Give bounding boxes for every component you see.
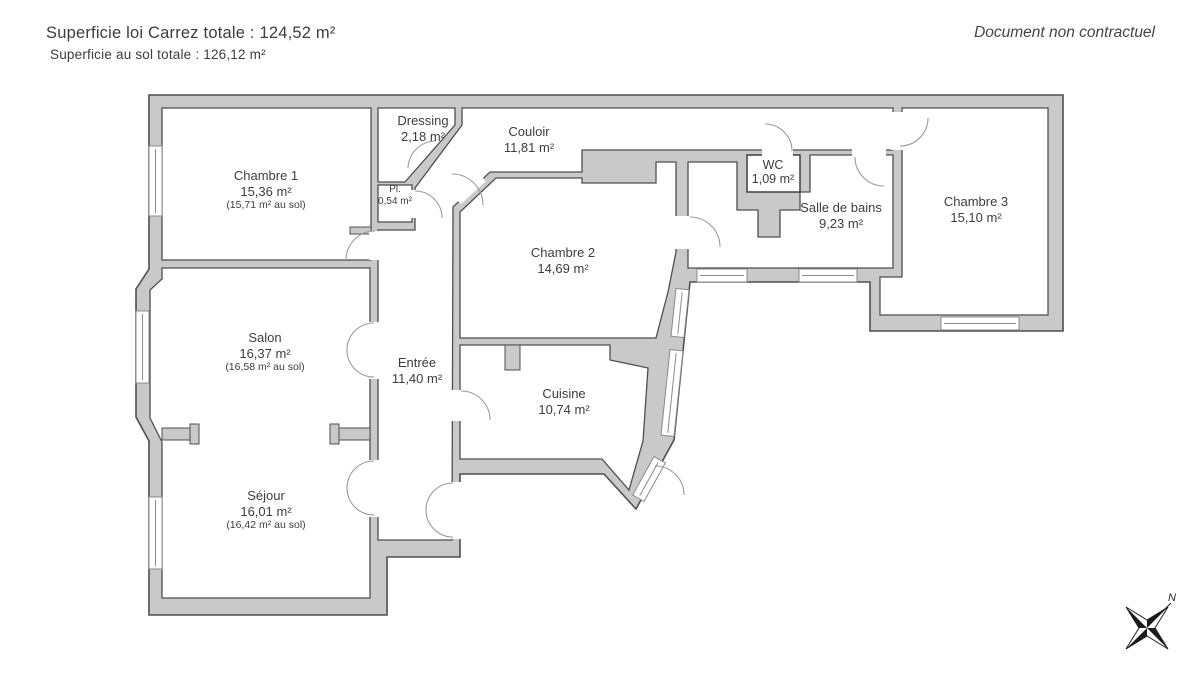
room-label-couloir: Couloir 11,81 m² bbox=[503, 124, 555, 155]
room-label-dressing: Dressing 2,18 m² bbox=[397, 113, 449, 144]
room-label-chambre3: Chambre 3 15,10 m² bbox=[943, 194, 1009, 225]
door-arc-salle-de-bains-2 bbox=[689, 216, 721, 248]
floor-placard bbox=[377, 184, 413, 223]
floor-dressing bbox=[377, 107, 456, 183]
window-symbol bbox=[135, 310, 150, 384]
door-arc-salle-de-bains bbox=[854, 156, 885, 187]
door-arc-salon-double-2 bbox=[346, 349, 375, 378]
door-arc-entree-double-1 bbox=[425, 482, 454, 511]
door-arc-chambre3 bbox=[899, 117, 929, 147]
door-gap bbox=[449, 482, 461, 539]
room-label-chambre1: Chambre 1 15,36 m² (15,71 m² au sol) bbox=[226, 168, 306, 211]
doors bbox=[345, 117, 929, 538]
salon-sejour-stub-right-cap bbox=[329, 423, 340, 445]
room-label-salle-de-bains: Salle de bains 9,23 m² bbox=[800, 200, 882, 231]
door-arc-chambre2 bbox=[451, 173, 484, 206]
door-gap bbox=[762, 146, 793, 156]
floor-cuisine bbox=[459, 344, 649, 492]
window-symbol bbox=[670, 287, 690, 339]
floor-chambre1 bbox=[161, 107, 372, 261]
door-gap bbox=[405, 137, 437, 171]
compass-icon: N bbox=[1125, 592, 1176, 650]
window-symbol bbox=[798, 268, 858, 283]
door-gap bbox=[891, 112, 903, 150]
room-label-wc: WC 1,09 m² bbox=[751, 158, 795, 186]
room-label-entree: Entrée 11,40 m² bbox=[391, 355, 443, 386]
door-arc-cuisine bbox=[460, 390, 491, 421]
carrez-total-text: Superficie loi Carrez totale : 124,52 m² bbox=[46, 24, 336, 42]
chambre1-door-lintel bbox=[349, 226, 372, 235]
window-symbol bbox=[660, 349, 684, 437]
door-gap bbox=[369, 231, 380, 260]
door-gap bbox=[450, 390, 462, 421]
door-arc-wc bbox=[764, 123, 793, 152]
window-symbol bbox=[940, 316, 1020, 331]
door-arc-sejour-double-1 bbox=[346, 460, 375, 489]
cuisine-wall-stub bbox=[504, 344, 521, 371]
window-symbol bbox=[696, 268, 748, 283]
door-gap bbox=[368, 322, 379, 379]
floor-salle-de-bains bbox=[687, 154, 894, 269]
room-label-salon: Salon 16,37 m² (16,58 m² au sol) bbox=[225, 330, 305, 373]
door-arc-cuisine-bay bbox=[654, 465, 685, 496]
room-label-sejour: Séjour 16,01 m² (16,42 m² au sol) bbox=[226, 488, 306, 531]
window-symbol bbox=[148, 145, 163, 217]
compass-north-label: N bbox=[1168, 592, 1176, 604]
window-symbol bbox=[631, 455, 667, 503]
room-label-placard: Pl. 0,54 m² bbox=[378, 184, 412, 207]
room-label-cuisine: Cuisine 10,74 m² bbox=[538, 386, 590, 417]
door-gap bbox=[454, 173, 486, 205]
door-gaps bbox=[368, 112, 903, 539]
floor-chambre3 bbox=[879, 107, 1049, 316]
door-arc-dressing bbox=[407, 140, 437, 169]
salon-sejour-stub-left-cap bbox=[189, 423, 200, 445]
floor-total-text: Superficie au sol totale : 126,12 m² bbox=[50, 47, 266, 62]
floor-chambre2 bbox=[459, 161, 677, 339]
door-arc-entree-double-2 bbox=[425, 509, 454, 538]
room-floors bbox=[149, 107, 1049, 599]
door-gap bbox=[852, 146, 886, 156]
door-arc-chambre1 bbox=[345, 230, 376, 261]
door-arc-salon-double-1 bbox=[346, 322, 375, 351]
door-gap bbox=[368, 460, 379, 517]
windows bbox=[135, 145, 1020, 570]
disclaimer-text: Document non contractuel bbox=[974, 24, 1155, 41]
door-arc-placard bbox=[414, 190, 443, 219]
door-arc-sejour-double-2 bbox=[346, 487, 375, 516]
salon-sejour-stub-left bbox=[161, 427, 195, 441]
room-label-chambre2: Chambre 2 14,69 m² bbox=[530, 245, 596, 276]
door-gap bbox=[410, 190, 417, 218]
door-gap bbox=[674, 216, 691, 249]
window-symbol bbox=[148, 496, 163, 570]
